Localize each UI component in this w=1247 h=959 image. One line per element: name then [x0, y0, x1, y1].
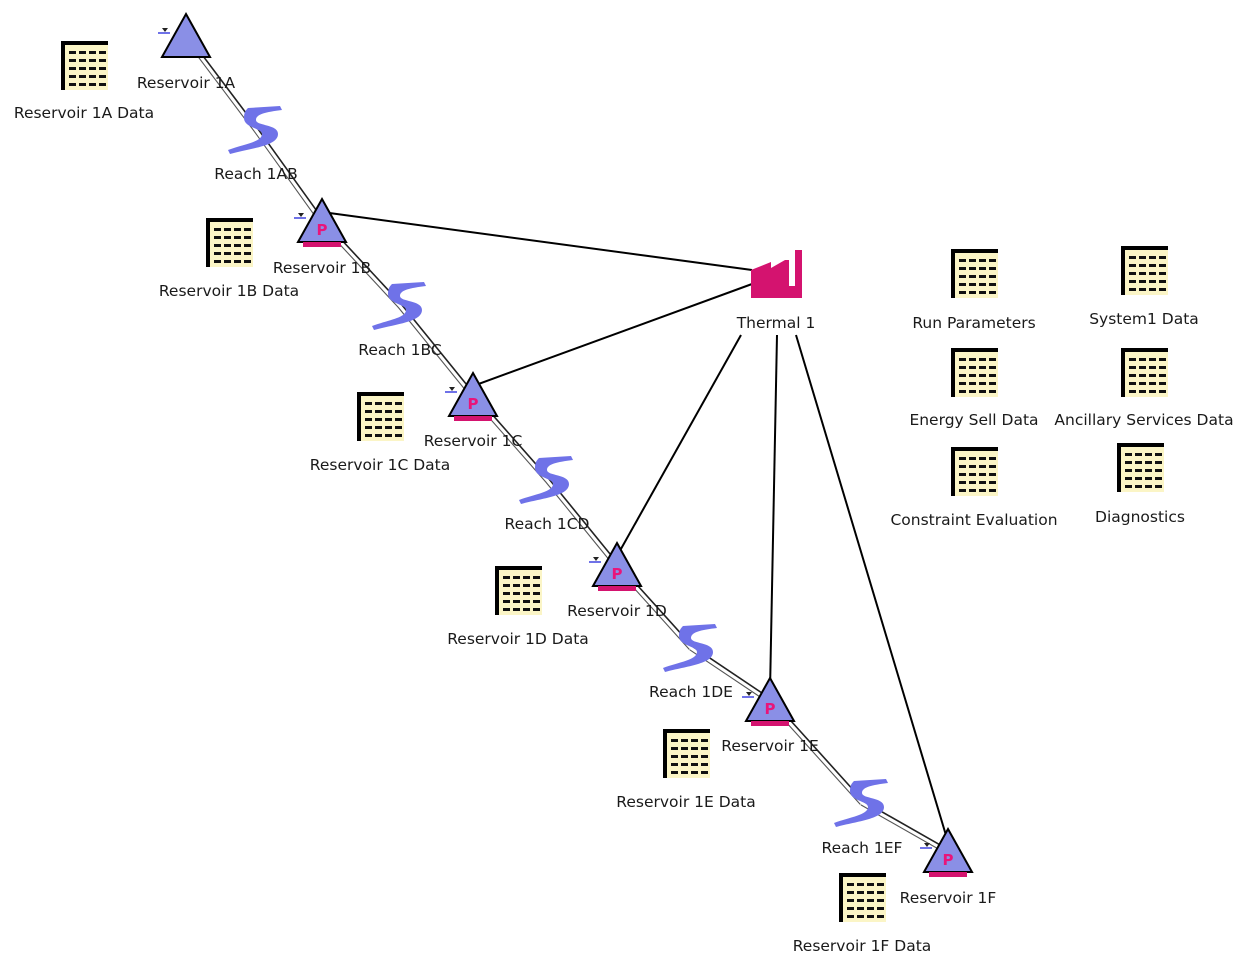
- reach-1bc-label: Reach 1BC: [358, 341, 442, 359]
- reservoir-1e-data-label: Reservoir 1E Data: [616, 793, 756, 811]
- thermal-1-label: Thermal 1: [736, 314, 816, 332]
- diagnostics-label: Diagnostics: [1095, 508, 1185, 526]
- link-reach-1ab-to-reservoir-1b[interactable]: [253, 128, 325, 224]
- reservoir-1d-icon[interactable]: P: [589, 540, 645, 592]
- reservoir-1f-label: Reservoir 1F: [899, 889, 997, 907]
- reservoir-1f-icon[interactable]: P: [920, 826, 976, 878]
- reservoir-1c-data-table-icon[interactable]: [354, 389, 406, 443]
- system1-data-label: System1 Data: [1089, 310, 1199, 328]
- constraint-evaluation-table-icon[interactable]: [948, 444, 1000, 498]
- link-thermal-1-to-reservoir-1d[interactable]: [616, 334, 742, 557]
- svg-text:P: P: [612, 565, 623, 583]
- reservoir-1f-data-label: Reservoir 1F Data: [792, 937, 932, 955]
- reservoir-1a-data-label: Reservoir 1A Data: [13, 104, 155, 122]
- reach-1de-river-icon[interactable]: [661, 622, 721, 674]
- reach-1cd-river-icon[interactable]: [517, 454, 577, 506]
- reach-1ef-label: Reach 1EF: [821, 839, 903, 857]
- reservoir-1d-data-table-icon[interactable]: [492, 563, 544, 617]
- reservoir-1a-icon[interactable]: [158, 11, 214, 63]
- run-parameters-label: Run Parameters: [912, 314, 1036, 332]
- link-thermal-1-to-reservoir-1c[interactable]: [472, 283, 753, 387]
- reach-1cd-label: Reach 1CD: [504, 515, 590, 533]
- reservoir-1b-label: Reservoir 1B: [272, 259, 372, 277]
- link-thermal-1-to-reservoir-1b[interactable]: [321, 211, 753, 271]
- reservoir-1d-label: Reservoir 1D: [567, 602, 667, 620]
- svg-text:P: P: [943, 851, 954, 869]
- reservoir-1a-data-table-icon[interactable]: [58, 38, 110, 92]
- reservoir-1c-data-label: Reservoir 1C Data: [309, 456, 451, 474]
- reservoir-1d-data-label: Reservoir 1D Data: [447, 630, 589, 648]
- run-parameters-table-icon[interactable]: [948, 246, 1000, 300]
- reservoir-1e-data-table-icon[interactable]: [660, 726, 712, 780]
- link-thermal-1-to-reservoir-1e[interactable]: [769, 334, 778, 692]
- reservoir-1b-data-table-icon[interactable]: [203, 215, 255, 269]
- reservoir-1e-icon[interactable]: P: [742, 675, 798, 727]
- energy-sell-data-table-icon[interactable]: [948, 345, 1000, 399]
- reservoir-1f-data-table-icon[interactable]: [836, 870, 888, 924]
- link-thermal-1-to-reservoir-1f[interactable]: [795, 334, 949, 843]
- reach-1ef-river-icon[interactable]: [832, 777, 892, 829]
- reservoir-1b-data-label: Reservoir 1B Data: [158, 282, 300, 300]
- constraint-evaluation-label: Constraint Evaluation: [890, 511, 1058, 529]
- svg-text:P: P: [765, 700, 776, 718]
- reach-1ab-river-icon[interactable]: [226, 104, 286, 156]
- ancillary-services-data-table-icon[interactable]: [1118, 345, 1170, 399]
- diagnostics-table-icon[interactable]: [1114, 440, 1166, 494]
- svg-text:P: P: [317, 221, 328, 239]
- energy-sell-data-label: Energy Sell Data: [909, 411, 1039, 429]
- reservoir-1c-icon[interactable]: P: [445, 370, 501, 422]
- reach-1bc-river-icon[interactable]: [370, 280, 430, 332]
- ancillary-services-data-label: Ancillary Services Data: [1054, 411, 1234, 429]
- reservoir-1e-label: Reservoir 1E: [721, 737, 819, 755]
- reservoir-1a-label: Reservoir 1A: [136, 74, 236, 92]
- system1-data-table-icon[interactable]: [1118, 243, 1170, 297]
- reach-1de-label: Reach 1DE: [649, 683, 733, 701]
- thermal-1-plant-icon[interactable]: [749, 248, 807, 306]
- svg-text:P: P: [468, 395, 479, 413]
- reach-1ab-label: Reach 1AB: [214, 165, 298, 183]
- reservoir-1c-label: Reservoir 1C: [423, 432, 523, 450]
- reservoir-1b-icon[interactable]: P: [294, 196, 350, 248]
- link-reach-1bc-to-reservoir-1c[interactable]: [397, 304, 476, 398]
